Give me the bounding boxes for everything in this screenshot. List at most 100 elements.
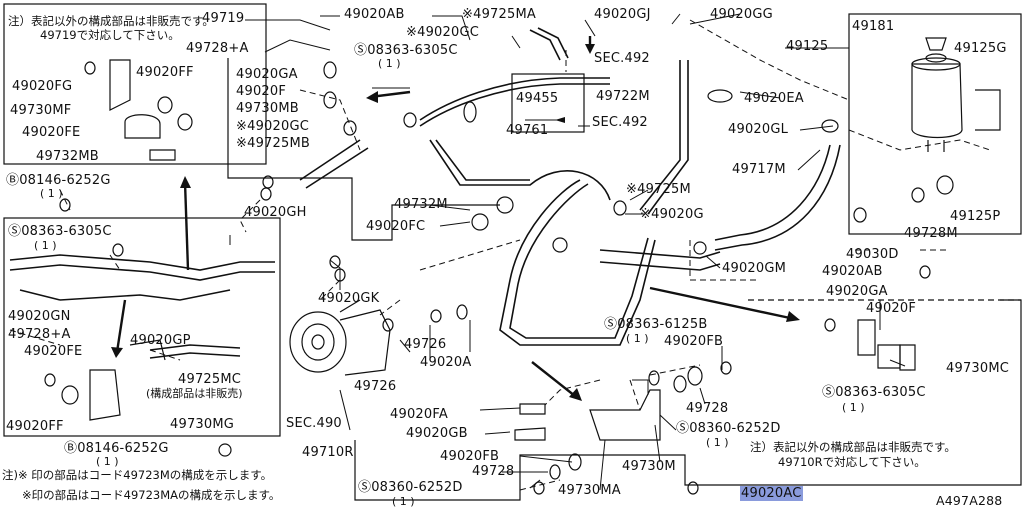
part-label-49726-a[interactable]: 49726: [404, 337, 447, 352]
part-label-49020gm[interactable]: 49020GM: [722, 261, 787, 276]
part-label-49710r[interactable]: 49710R: [302, 445, 354, 460]
part-label-08363-center[interactable]: Ⓢ08363-6305C: [354, 43, 458, 58]
highlighted-part-number[interactable]: 49020AC: [740, 486, 803, 501]
qty-08363-center: ( 1 ): [378, 57, 401, 70]
part-label-49020gc-top[interactable]: ※49020GC: [406, 25, 479, 40]
part-label-49020fe-bot[interactable]: 49020FE: [24, 344, 83, 359]
part-label-08360-bot[interactable]: Ⓢ08360-6252D: [358, 480, 463, 495]
part-label-49730mc[interactable]: 49730MC: [946, 361, 1010, 376]
part-label-49725mc[interactable]: 49725MC: [178, 372, 242, 387]
part-label-08363-6125b[interactable]: Ⓢ08363-6125B: [604, 317, 708, 332]
part-label-49730m[interactable]: 49730M: [622, 459, 676, 474]
bottom-right-note-line2: 49710Rで対応して下さい。: [778, 455, 926, 469]
qty-08146-bot: ( 1 ): [96, 455, 119, 468]
bracket-right: [857, 319, 916, 371]
part-label-49020a[interactable]: 49020A: [420, 355, 472, 370]
top-left-inset-box: [3, 3, 267, 165]
inset-bottom-left-parts: [44, 339, 166, 421]
part-label-49730ma[interactable]: 49730MA: [558, 483, 621, 498]
reservoir-drawing: [911, 37, 1001, 152]
part-label-49020fa[interactable]: 49020FA: [390, 407, 448, 422]
part-label-49020ac[interactable]: 49020AC: [740, 486, 803, 501]
part-label-49125g[interactable]: 49125G: [954, 41, 1007, 56]
label-sec492-b[interactable]: SEC.492: [592, 115, 648, 130]
part-label-49020gh[interactable]: 49020GH: [244, 205, 307, 220]
part-label-49020ga-left[interactable]: 49020GA: [236, 67, 298, 82]
part-label-08363-right[interactable]: Ⓢ08363-6305C: [822, 385, 926, 400]
reservoir-inset-box: [848, 13, 1022, 235]
part-label-49125[interactable]: 49125: [786, 39, 829, 54]
bottom-left-note-line1: 注)※ 印の部品はコード49723Mの構成を示します。: [2, 468, 273, 482]
part-label-08360-right[interactable]: Ⓢ08360-6252D: [676, 421, 781, 436]
part-label-49730mf[interactable]: 49730MF: [10, 103, 72, 118]
part-label-49020ff-top[interactable]: 49020FF: [136, 65, 194, 80]
sensor-callout-box: [511, 73, 585, 133]
part-label-49020ff-bot[interactable]: 49020FF: [6, 419, 64, 434]
part-label-49728m[interactable]: 49728M: [904, 226, 958, 241]
part-label-49020fb-right[interactable]: 49020FB: [664, 334, 724, 349]
part-label-49020gn[interactable]: 49020GN: [8, 309, 71, 324]
part-label-49730mg[interactable]: 49730MG: [170, 417, 235, 432]
part-label-49730mb[interactable]: 49730MB: [236, 101, 299, 116]
part-label-08146-top[interactable]: Ⓑ08146-6252G: [6, 173, 111, 188]
part-label-49020fg[interactable]: 49020FG: [12, 79, 73, 94]
part-label-49020fb-bot[interactable]: 49020FB: [440, 449, 500, 464]
part-label-49722m[interactable]: 49722M: [596, 89, 650, 104]
part-label-49726-b[interactable]: 49726: [354, 379, 397, 394]
part-label-49455[interactable]: 49455: [516, 91, 559, 106]
part-label-49020gp[interactable]: 49020GP: [130, 333, 191, 348]
bottom-right-note-line1: 注）表記以外の構成部品は非販売です。: [750, 440, 956, 454]
part-label-49020fc[interactable]: 49020FC: [366, 219, 426, 234]
part-label-49030d[interactable]: 49030D: [846, 247, 899, 262]
part-label-49728a[interactable]: 49728+A: [186, 41, 249, 56]
part-label-49725mb[interactable]: ※49725MB: [236, 136, 310, 151]
part-label-49020gg[interactable]: 49020GG: [710, 7, 773, 22]
part-label-49020f-right[interactable]: 49020F: [866, 301, 917, 316]
qty-08363-6125b: ( 1 ): [626, 332, 649, 345]
part-label-49020gl[interactable]: 49020GL: [728, 122, 789, 137]
bracket-bottom: [514, 366, 703, 480]
lower-frame: [354, 299, 1022, 501]
bottom-left-inset-box: [3, 217, 281, 437]
qty-08360-bot: ( 1 ): [392, 495, 415, 508]
part-label-49020gc-left[interactable]: ※49020GC: [236, 119, 309, 134]
part-label-49725ma[interactable]: ※49725MA: [462, 7, 536, 22]
part-label-49732m[interactable]: 49732M: [394, 197, 448, 212]
part-label-49020f-left[interactable]: 49020F: [236, 84, 287, 99]
note-49725mc: (構成部品は非販売): [146, 387, 243, 400]
part-label-49181[interactable]: 49181: [852, 19, 895, 34]
arrow-to-right-bracket: [649, 286, 791, 320]
top-left-note-line1: 注）表記以外の構成部品は非販売です。: [8, 14, 214, 28]
leader-frame-left: [227, 58, 500, 241]
part-label-49020gb[interactable]: 49020GB: [406, 426, 468, 441]
part-label-49761[interactable]: 49761: [506, 123, 549, 138]
part-label-49020g[interactable]: ※49020G: [640, 207, 704, 222]
part-label-49728-right[interactable]: 49728: [686, 401, 729, 416]
part-label-08363-left[interactable]: Ⓢ08363-6305C: [8, 224, 112, 239]
label-sec492-a[interactable]: SEC.492: [594, 51, 650, 66]
part-label-49020ga-right[interactable]: 49020GA: [826, 284, 888, 299]
part-label-49020gj[interactable]: 49020GJ: [594, 7, 651, 22]
part-label-49725m[interactable]: ※49725M: [626, 182, 691, 197]
label-sec490[interactable]: SEC.490: [286, 416, 342, 431]
diagram-id: A497A288: [936, 493, 1003, 508]
part-label-49719[interactable]: 49719: [202, 11, 245, 26]
part-label-49020ab-right[interactable]: 49020AB: [822, 264, 883, 279]
qty-08363-right: ( 1 ): [842, 401, 865, 414]
part-label-49728-bot[interactable]: 49728: [472, 464, 515, 479]
part-label-08146-bot[interactable]: Ⓑ08146-6252G: [64, 441, 169, 456]
part-label-49020ea[interactable]: 49020EA: [744, 91, 804, 106]
qty-08363-left: ( 1 ): [34, 239, 57, 252]
part-label-49020ab-top[interactable]: 49020AB: [344, 7, 405, 22]
part-label-49020gk[interactable]: 49020GK: [318, 291, 380, 306]
part-label-49717m[interactable]: 49717M: [732, 162, 786, 177]
inset-top-left-parts: [84, 59, 193, 161]
part-label-49020fe-top[interactable]: 49020FE: [22, 125, 81, 140]
part-label-49125p[interactable]: 49125P: [950, 209, 1001, 224]
arrow-up-inset: [183, 181, 190, 271]
part-label-49728a-2[interactable]: 49728+A: [8, 327, 71, 342]
part-label-49732mb-left[interactable]: 49732MB: [36, 149, 99, 164]
bottom-left-note-line2: ※印の部品はコード49723MAの構成を示します。: [22, 488, 281, 502]
